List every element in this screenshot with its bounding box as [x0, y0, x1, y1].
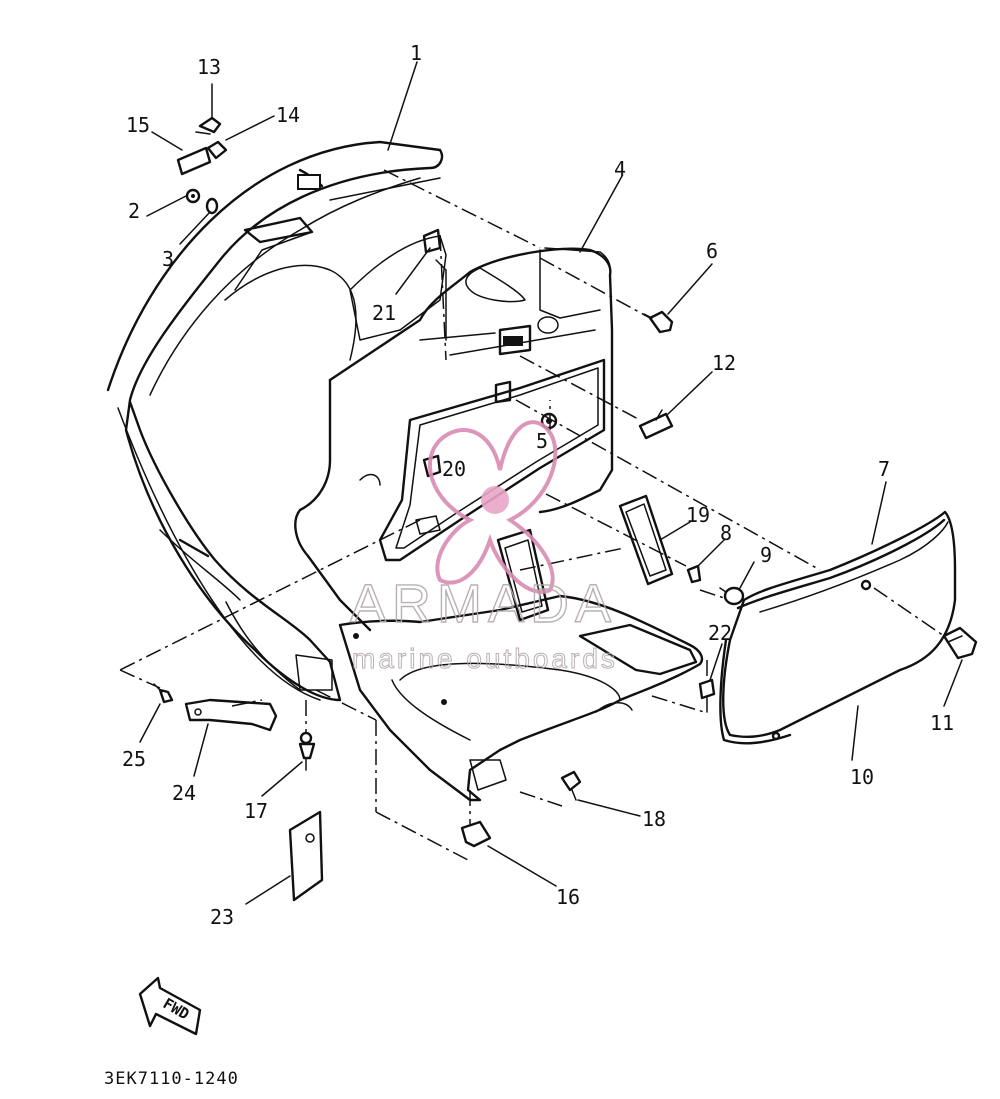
callout-9: 9: [760, 543, 772, 567]
callout-15: 15: [126, 113, 150, 137]
callout-1: 1: [410, 41, 422, 65]
callout-2: 2: [128, 199, 140, 223]
screw-part-11: [942, 626, 978, 660]
diagram-code: 3EK7110-1240: [104, 1069, 239, 1089]
callout-5: 5: [536, 429, 548, 453]
callout-12: 12: [712, 351, 736, 375]
watermark: ARMADA marine outboards: [349, 420, 618, 675]
watermark-mark: [428, 420, 558, 594]
clip-part-14: [206, 140, 228, 160]
callout-24: 24: [172, 781, 196, 805]
callout-25: 25: [122, 747, 146, 771]
side-panel-part: [719, 510, 957, 745]
floor-section: [338, 528, 704, 802]
callout-23: 23: [210, 905, 234, 929]
clip-part-20: [415, 454, 442, 535]
leader-lines: [139, 61, 963, 905]
callout-19: 19: [686, 503, 710, 527]
callout-11: 11: [930, 711, 954, 735]
screw-part-22: [698, 678, 716, 713]
callout-22: 22: [708, 621, 732, 645]
callout-4: 4: [614, 157, 626, 181]
clip-part-12: [638, 409, 674, 440]
flap-part-23: [288, 810, 324, 902]
callout-6: 6: [706, 239, 718, 263]
watermark-title: ARMADA: [350, 574, 617, 634]
callout-20: 20: [442, 457, 466, 481]
bolt-part-17: [298, 731, 316, 771]
callout-16: 16: [556, 885, 580, 909]
grommet-part-9: [719, 586, 745, 606]
bracket-part-24: [184, 698, 278, 732]
callout-21: 21: [372, 301, 396, 325]
fwd-arrow-icon: FWD: [138, 976, 202, 1036]
panel-part-21: [349, 228, 447, 341]
callout-labels: 1 2 3 4 5 6 7 8 9 10 11 12 13 14 15 16 1…: [122, 41, 954, 929]
reflector-part-19: [618, 494, 674, 586]
callout-10: 10: [850, 765, 874, 789]
callout-17: 17: [244, 799, 268, 823]
screw-part-18: [560, 770, 582, 801]
callout-18: 18: [642, 807, 666, 831]
front-cover-part: [106, 140, 444, 702]
nut-part-2: [185, 188, 201, 204]
callout-14: 14: [276, 103, 300, 127]
assembly-lines: [119, 169, 945, 861]
callout-3: 3: [162, 247, 174, 271]
callout-13: 13: [197, 55, 221, 79]
callout-8: 8: [720, 521, 732, 545]
washer-part-3: [205, 197, 219, 215]
clip-part-13: [195, 116, 222, 135]
nut-part-16: [460, 820, 492, 848]
screw-part-6: [643, 310, 674, 334]
watermark-subtitle: marine outboards: [352, 643, 618, 674]
pad-part-15: [176, 146, 212, 176]
leg-shield-part: [294, 247, 614, 632]
clip-part-8: [686, 564, 702, 584]
callout-7: 7: [878, 457, 890, 481]
